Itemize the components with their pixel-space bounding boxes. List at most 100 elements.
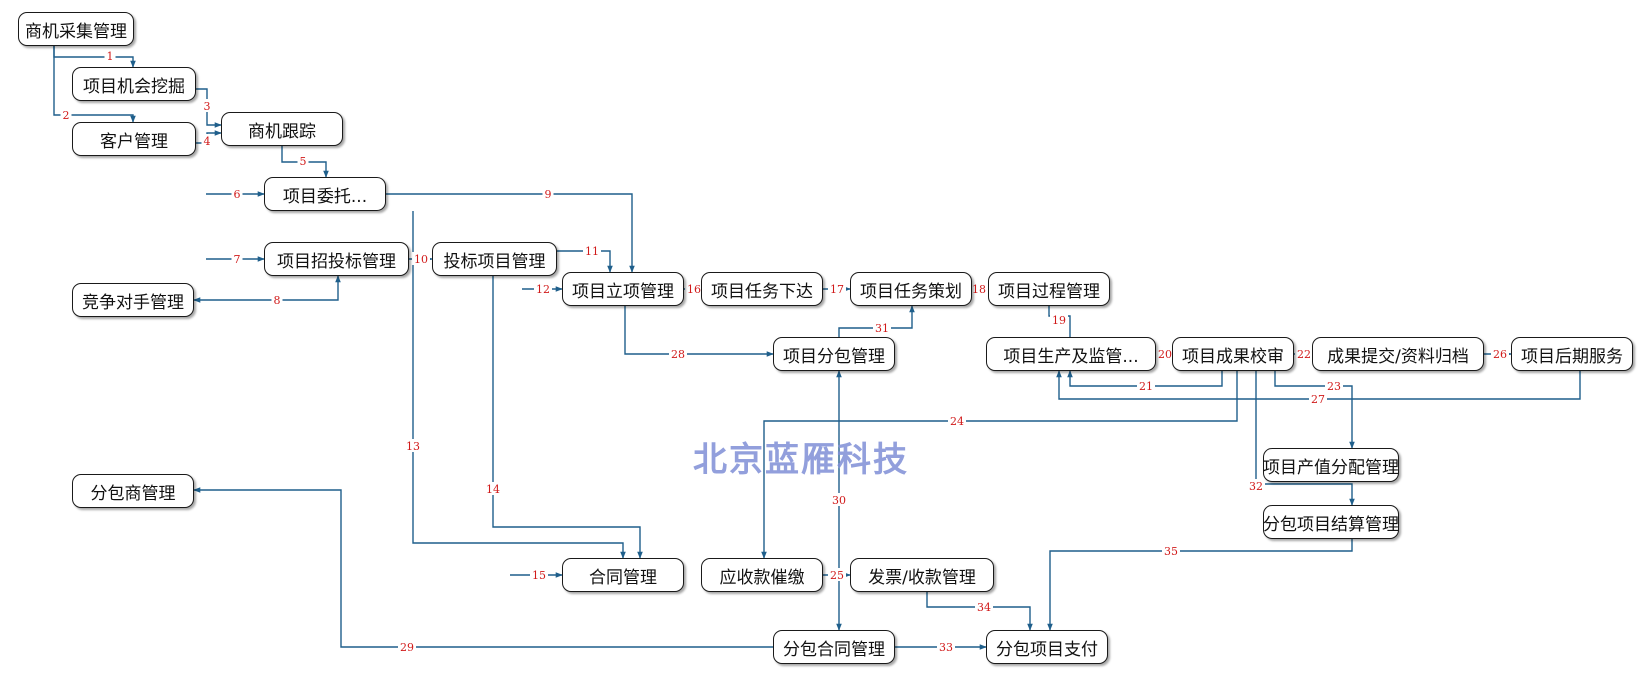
connector-label-33: 33 xyxy=(939,641,953,654)
connector-label-bg-18 xyxy=(970,282,988,295)
connector-23 xyxy=(1274,371,1355,449)
connector-label-35: 35 xyxy=(1164,545,1178,558)
node-contract-management[interactable]: 合同管理 xyxy=(562,558,684,592)
connector-label-23: 23 xyxy=(1327,380,1341,393)
node-invoice-payment[interactable]: 发票/收款管理 xyxy=(850,558,994,592)
node-process-management[interactable]: 项目过程管理 xyxy=(988,272,1110,306)
connector-label-18: 18 xyxy=(972,283,986,296)
connector-32 xyxy=(1255,371,1355,506)
node-bid-project-management[interactable]: 投标项目管理 xyxy=(432,242,557,276)
connector-24 xyxy=(761,371,1238,559)
connector-label-bg-20 xyxy=(1156,347,1174,360)
node-project-opportunity-mining[interactable]: 项目机会挖掘 xyxy=(72,67,196,101)
connector-28 xyxy=(624,306,774,357)
node-task-issuance[interactable]: 项目任务下达 xyxy=(701,272,823,306)
node-project-bidding[interactable]: 项目招投标管理 xyxy=(264,242,409,276)
connector-label-bg-10 xyxy=(412,252,430,265)
connector-label-31: 31 xyxy=(875,322,889,335)
connector-label-bg-24 xyxy=(948,414,966,427)
connector-label-bg-2 xyxy=(60,108,72,121)
node-customer-management[interactable]: 客户管理 xyxy=(72,122,196,156)
node-after-service[interactable]: 项目后期服务 xyxy=(1511,337,1633,371)
connector-label-bg-8 xyxy=(271,293,283,306)
connector-label-bg-5 xyxy=(297,154,309,167)
connector-label-17: 17 xyxy=(830,283,844,296)
connector-14 xyxy=(492,276,643,559)
node-project-setup[interactable]: 项目立项管理 xyxy=(562,272,684,306)
node-opportunity-tracking[interactable]: 商机跟踪 xyxy=(221,112,343,146)
node-receivables-collection[interactable]: 应收款催缴 xyxy=(701,558,823,592)
connector-label-bg-31 xyxy=(873,321,891,334)
node-result-submission-archive[interactable]: 成果提交/资料归档 xyxy=(1312,337,1484,371)
node-production-supervision[interactable]: 项目生产及监管... xyxy=(986,337,1156,371)
connector-label-bg-32 xyxy=(1247,479,1265,492)
connector-label-19: 19 xyxy=(1052,314,1066,327)
connector-9 xyxy=(386,193,635,273)
connector-label-16: 16 xyxy=(687,283,701,296)
connector-label-34: 34 xyxy=(977,601,991,614)
connector-label-15: 15 xyxy=(532,569,546,582)
connector-label-8: 8 xyxy=(274,294,281,307)
connector-label-13: 13 xyxy=(406,440,420,453)
connector-label-bg-3 xyxy=(201,99,213,112)
connector-11 xyxy=(557,250,613,273)
connector-label-5: 5 xyxy=(300,155,307,168)
connector-label-bg-26 xyxy=(1491,347,1509,360)
connector-13 xyxy=(412,211,626,559)
connector-label-6: 6 xyxy=(234,188,241,201)
connector-1 xyxy=(53,46,136,68)
connector-label-bg-19 xyxy=(1050,313,1068,326)
connector-label-27: 27 xyxy=(1311,393,1325,406)
node-subcontract-contract[interactable]: 分包合同管理 xyxy=(773,630,895,664)
connector-label-32: 32 xyxy=(1249,480,1263,493)
connector-label-3: 3 xyxy=(204,100,211,113)
connector-label-bg-28 xyxy=(669,347,687,360)
connector-label-22: 22 xyxy=(1297,348,1311,361)
connector-label-bg-34 xyxy=(975,600,993,613)
connector-label-bg-11 xyxy=(583,244,601,257)
node-task-planning[interactable]: 项目任务策划 xyxy=(850,272,972,306)
connector-label-bg-4 xyxy=(201,134,213,147)
connector-label-20: 20 xyxy=(1158,348,1172,361)
connector-label-12: 12 xyxy=(536,283,550,296)
connector-label-26: 26 xyxy=(1493,348,1507,361)
connector-label-bg-17 xyxy=(828,282,846,295)
connector-label-bg-25 xyxy=(828,568,846,581)
connector-2 xyxy=(53,46,136,123)
connector-label-30: 30 xyxy=(832,494,846,507)
connector-label-bg-21 xyxy=(1137,379,1155,392)
connector-label-bg-14 xyxy=(484,482,502,495)
connector-label-4: 4 xyxy=(204,135,211,148)
node-subproject-settlement[interactable]: 分包项目结算管理 xyxy=(1263,505,1399,539)
connector-label-24: 24 xyxy=(950,415,964,428)
connector-label-bg-9 xyxy=(542,187,554,200)
connector-label-14: 14 xyxy=(486,483,500,496)
connector-label-bg-13 xyxy=(404,439,422,452)
connector-label-bg-29 xyxy=(398,640,416,653)
node-subcontractor-management[interactable]: 分包商管理 xyxy=(72,474,194,508)
node-result-review[interactable]: 项目成果校审 xyxy=(1172,337,1294,371)
connector-8 xyxy=(193,275,341,303)
connector-label-25: 25 xyxy=(830,569,844,582)
connector-label-bg-1 xyxy=(104,49,116,62)
node-project-entrustment[interactable]: 项目委托... xyxy=(264,177,386,211)
connector-label-bg-7 xyxy=(231,252,243,265)
connector-label-bg-12 xyxy=(534,282,552,295)
connector-29 xyxy=(193,487,773,648)
connector-label-11: 11 xyxy=(585,245,599,258)
node-opportunity-collection[interactable]: 商机采集管理 xyxy=(18,12,134,46)
connector-label-1: 1 xyxy=(107,50,114,63)
connector-label-bg-35 xyxy=(1162,544,1180,557)
connector-label-29: 29 xyxy=(400,641,414,654)
connector-label-bg-33 xyxy=(937,640,955,653)
node-subcontract-management[interactable]: 项目分包管理 xyxy=(773,337,895,371)
connector-label-bg-30 xyxy=(830,493,848,506)
connector-label-bg-6 xyxy=(231,187,243,200)
connector-label-7: 7 xyxy=(234,253,241,266)
node-competitor-management[interactable]: 竞争对手管理 xyxy=(72,283,194,317)
connector-label-9: 9 xyxy=(545,188,552,201)
node-subproject-payment[interactable]: 分包项目支付 xyxy=(986,630,1108,664)
node-output-value-allocation[interactable]: 项目产值分配管理 xyxy=(1263,448,1399,482)
connector-label-10: 10 xyxy=(414,253,428,266)
